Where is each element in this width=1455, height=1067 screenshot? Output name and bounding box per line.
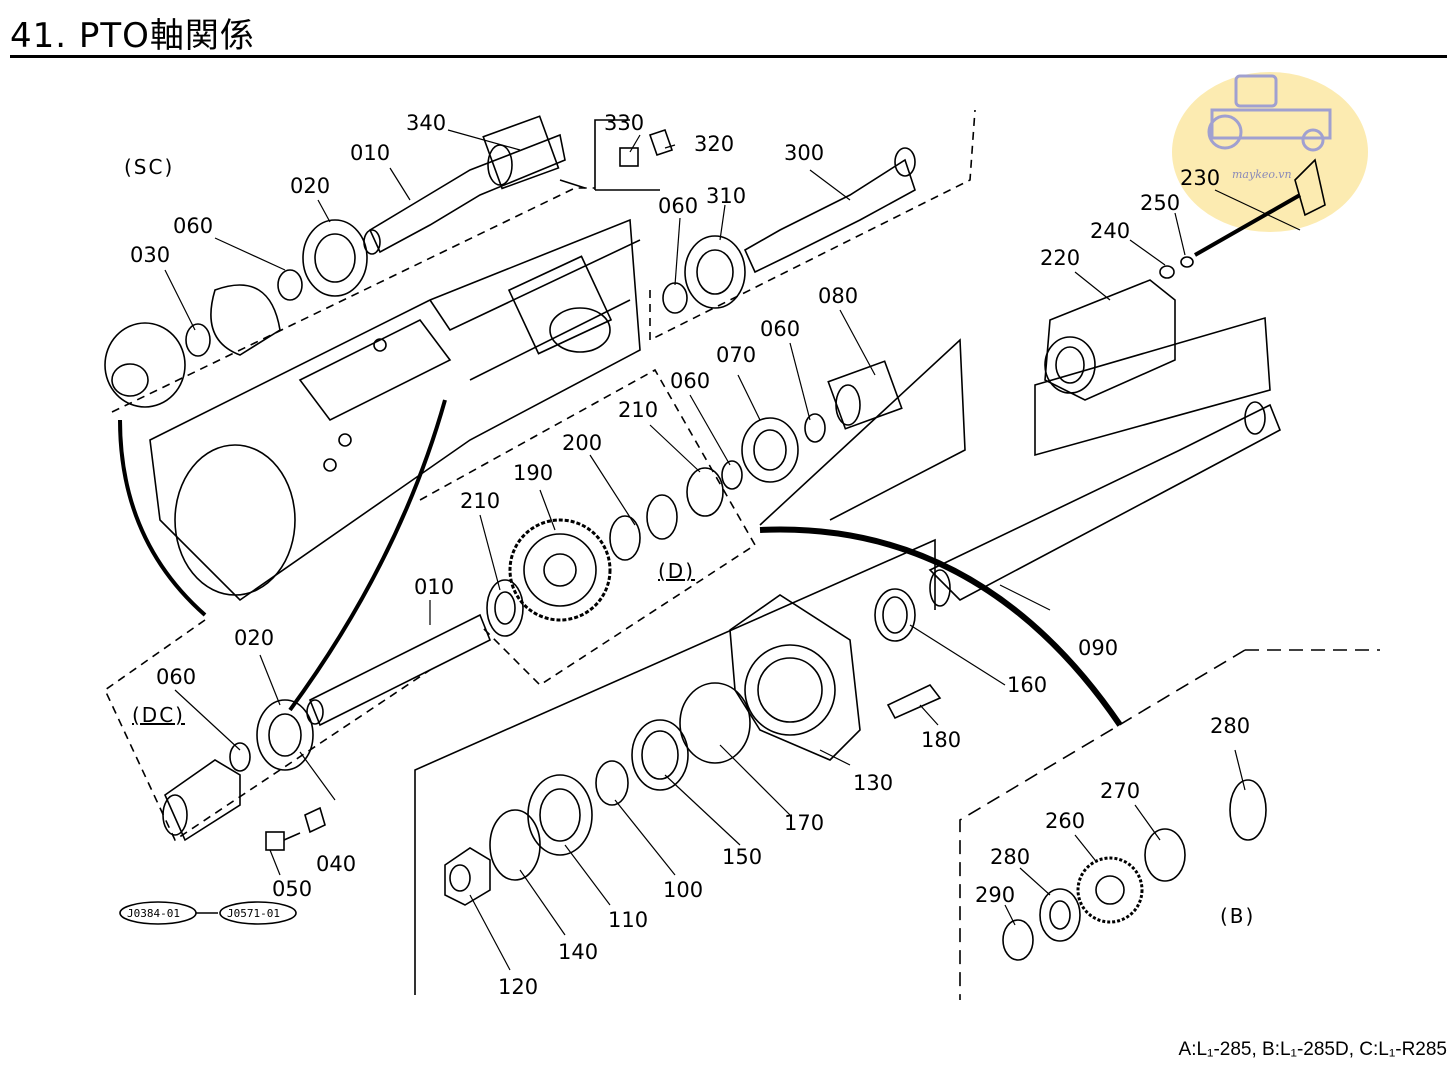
title-divider [10, 55, 1447, 58]
watermark-logo [1172, 72, 1368, 232]
group-label-sc: (SC) [124, 155, 174, 179]
callout-020-sc: 020 [290, 174, 330, 198]
callout-010-dc: 010 [414, 575, 454, 599]
callout-280-b: 280 [990, 845, 1030, 869]
callout-090: 090 [1078, 636, 1118, 660]
b-parts [1002, 779, 1267, 961]
callout-060-d: 060 [670, 369, 710, 393]
callout-050: 050 [272, 877, 312, 901]
callout-190: 190 [513, 461, 553, 485]
model-applicability-note: A:L₁-285, B:L₁-285D, C:L₁-R285 [1178, 1039, 1447, 1060]
callout-130: 130 [853, 771, 893, 795]
callout-040: 040 [316, 852, 356, 876]
callout-150: 150 [722, 845, 762, 869]
callout-140: 140 [558, 940, 598, 964]
callout-300: 300 [784, 141, 824, 165]
flow-arrow-right [759, 526, 1123, 727]
watermark-text: maykeo.vn [1232, 168, 1292, 181]
callout-100: 100 [663, 878, 703, 902]
callout-010-sc: 010 [350, 141, 390, 165]
bearing-housing [414, 538, 942, 995]
callout-160: 160 [1007, 673, 1047, 697]
tractor-icon [1207, 74, 1332, 152]
output-shaft [874, 401, 1282, 642]
callout-170: 170 [784, 811, 824, 835]
d-parts [486, 338, 966, 637]
callout-180: 180 [921, 728, 961, 752]
group-label-dc: (DC) [132, 703, 185, 727]
callout-290: 290 [975, 883, 1015, 907]
callout-240: 240 [1090, 219, 1130, 243]
d-group-border [419, 368, 757, 687]
callout-310: 310 [706, 184, 746, 208]
callout-210-b: 210 [460, 489, 500, 513]
callout-060-dc: 060 [156, 665, 196, 689]
callout-080: 080 [818, 284, 858, 308]
callout-280-a: 280 [1210, 714, 1250, 738]
callout-200: 200 [562, 431, 602, 455]
callout-070: 070 [716, 343, 756, 367]
callout-060-sc-a: 060 [658, 194, 698, 218]
transmission-case [149, 218, 641, 602]
dc-group-border [103, 619, 431, 842]
callout-120: 120 [498, 975, 538, 999]
callout-250: 250 [1140, 191, 1180, 215]
callout-210-a: 210 [618, 398, 658, 422]
dc-parts [162, 613, 492, 851]
group-label-b: (B) [1220, 904, 1255, 928]
sc-group-border [111, 187, 595, 413]
ref-from: J0384-01 [127, 907, 180, 920]
callout-020-dc: 020 [234, 626, 274, 650]
ref-oval-to [219, 901, 297, 925]
callout-060-sc-b: 060 [173, 214, 213, 238]
pto-lever-assembly [1034, 158, 1326, 457]
callout-030: 030 [130, 243, 170, 267]
ref-to: J0571-01 [227, 907, 280, 920]
page-title: 41. PTO軸関係 [10, 16, 255, 56]
leader-lines [164, 129, 1301, 971]
group-label-d: (D) [658, 559, 695, 583]
callout-230: 230 [1180, 166, 1220, 190]
callout-340: 340 [406, 111, 446, 135]
callout-110: 110 [608, 908, 648, 932]
callout-330: 330 [604, 111, 644, 135]
callout-320: 320 [694, 132, 734, 156]
callout-220: 220 [1040, 246, 1080, 270]
callout-060-c: 060 [760, 317, 800, 341]
flow-arrow-left [118, 419, 207, 617]
callout-270: 270 [1100, 779, 1140, 803]
callout-260: 260 [1045, 809, 1085, 833]
